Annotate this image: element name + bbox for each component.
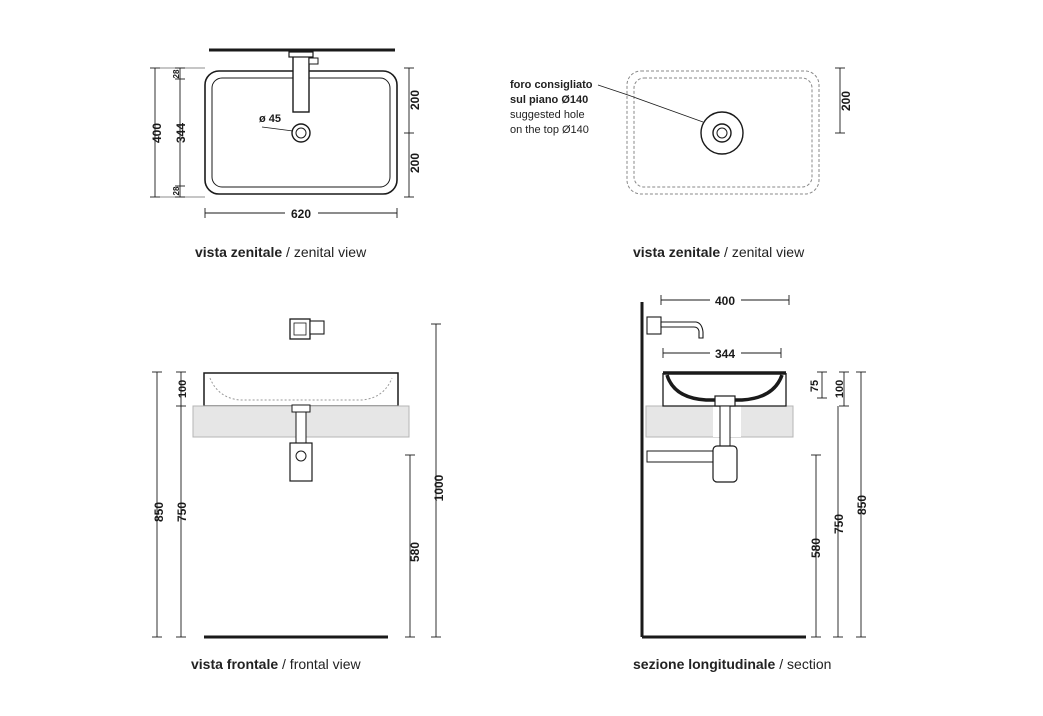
caption-top-right-bold: vista zenitale <box>633 244 721 260</box>
dim-rim-to-floor: 850 <box>152 502 166 522</box>
drain-valve <box>714 395 736 407</box>
tap-spout <box>660 321 704 339</box>
frontal-view: 850 750 100 580 1000 <box>152 318 446 639</box>
dim-width: 620 <box>291 207 311 221</box>
caption-bottom-left-rest: / frontal view <box>278 656 361 672</box>
dim-lines-frontal <box>152 323 441 638</box>
dim-lines-section <box>660 295 866 638</box>
caption-bottom-right-bold: sezione longitudinale <box>633 656 776 672</box>
dim-top-to-floor: 750 <box>832 514 846 534</box>
tap-wall-plate <box>646 316 662 335</box>
drain-leader <box>261 126 294 132</box>
dim-inner-depth: 344 <box>715 347 735 361</box>
tap-lever <box>308 57 319 65</box>
siphon-wall-pipe <box>646 450 718 463</box>
caption-top-right: vista zenitale / zenital view <box>633 244 804 260</box>
dim-tap-reach: 400 <box>715 294 735 308</box>
drain-outer <box>291 123 311 143</box>
dim-drain: ø 45 <box>259 113 281 125</box>
drain-flange <box>291 404 311 413</box>
hole-note: foro consigliato sul piano Ø140 suggeste… <box>510 78 593 138</box>
dim-half-lower: 200 <box>408 153 422 173</box>
dim-tap-to-floor: 1000 <box>432 474 446 501</box>
basin-dashed-inner <box>633 77 813 188</box>
hole-note-en-1: suggested hole <box>510 109 585 121</box>
siphon-trap <box>289 442 313 482</box>
dim-bowl-height: 100 <box>177 380 189 398</box>
dim-half: 200 <box>839 91 853 111</box>
dim-rim-top: 28 <box>172 69 181 78</box>
dim-lines-hole <box>835 67 845 134</box>
drain-outer <box>712 123 732 143</box>
hole-leader <box>597 84 704 123</box>
dim-top-to-floor: 750 <box>175 502 189 522</box>
siphon-pipe <box>719 405 731 449</box>
dim-bowl-height: 100 <box>834 380 846 398</box>
tap-lever <box>309 320 325 335</box>
siphon-pipe <box>295 411 307 446</box>
hole-note-it-1: foro consigliato <box>510 79 593 91</box>
caption-top-left-bold: vista zenitale <box>195 244 283 260</box>
dim-lines-left <box>150 67 205 198</box>
dim-overall-height: 400 <box>150 123 164 143</box>
dim-inner-height: 344 <box>174 123 188 143</box>
siphon-outlet <box>295 450 307 462</box>
zenital-view-left: ø 45 400 344 28 28 200 200 620 <box>150 48 422 221</box>
dim-inner-height: 75 <box>809 380 821 392</box>
caption-bottom-right-rest: / section <box>775 656 832 672</box>
caption-top-left-rest: / zenital view <box>282 244 367 260</box>
basin-dashed-outline <box>626 70 820 195</box>
dim-trap-to-floor: 580 <box>809 538 823 558</box>
hole-note-it-2: sul piano Ø140 <box>510 94 589 106</box>
section-view: 400 344 75 100 580 750 850 <box>640 294 869 639</box>
caption-top-right-rest: / zenital view <box>720 244 805 260</box>
tap-flange <box>288 51 314 58</box>
basin-front <box>203 372 399 407</box>
drain-inner <box>295 127 307 139</box>
hole-circle <box>700 111 744 155</box>
dim-rim-to-floor: 850 <box>855 495 869 515</box>
caption-bottom-left: vista frontale / frontal view <box>191 656 361 672</box>
caption-bottom-left-bold: vista frontale <box>191 656 279 672</box>
caption-bottom-right: sezione longitudinale / section <box>633 656 831 672</box>
caption-top-left: vista zenitale / zenital view <box>195 244 366 260</box>
drain-inner <box>716 127 728 139</box>
tap-body <box>292 53 310 113</box>
tap-head <box>289 318 311 340</box>
dim-lines-width <box>204 208 398 218</box>
tap-head-inner <box>293 322 307 336</box>
basin-hidden-line <box>209 377 393 401</box>
siphon-trap <box>712 445 738 483</box>
dim-lines-right <box>404 67 414 198</box>
zenital-view-right: 200 <box>597 67 853 195</box>
hole-note-en-2: on the top Ø140 <box>510 124 589 136</box>
dim-rim-bottom: 28 <box>172 186 181 195</box>
dim-half-upper: 200 <box>408 90 422 110</box>
dim-trap-to-floor: 580 <box>408 542 422 562</box>
